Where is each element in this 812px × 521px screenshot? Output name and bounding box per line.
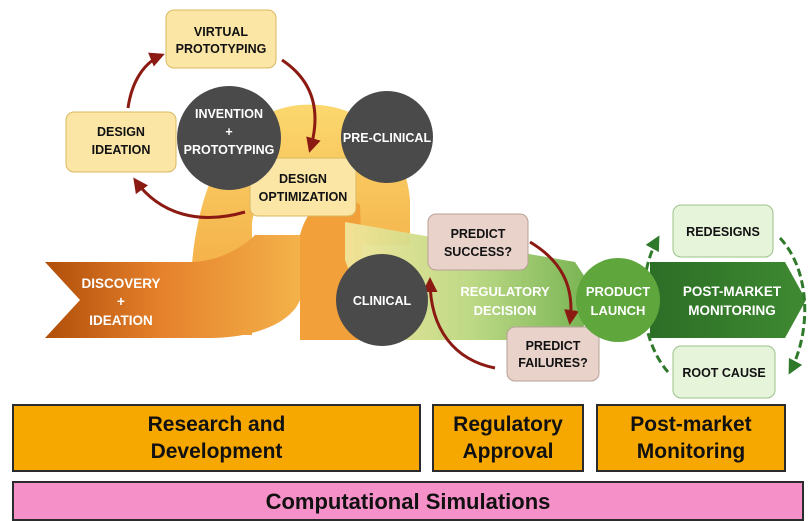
node-product-launch: PRODUCT LAUNCH [576,258,660,342]
node-predict-success: PREDICT SUCCESS? [427,213,529,271]
node-design-ideation-line2: IDEATION [92,143,151,157]
node-discovery-ideation: DISCOVERY + IDEATION [81,276,160,328]
node-discovery-line2: + [117,294,125,309]
arrow-optimization-to-ideation [133,177,246,219]
phase-regulatory-line1: Regulatory [453,413,563,436]
phase-research-line2: Development [150,440,283,463]
post-market-arrow [650,262,806,338]
phase-postmarket-line1: Post-market [630,413,752,436]
arrow-rootcause-to-redesigns [642,235,670,373]
node-design-optimization-line1: DESIGN [279,172,327,186]
node-clinical: CLINICAL [336,254,428,346]
node-invention-line1: INVENTION [195,107,263,121]
node-discovery-line3: IDEATION [89,313,153,328]
node-product-launch-line2: LAUNCH [591,303,646,318]
node-root-cause-label: ROOT CAUSE [682,366,765,380]
node-post-market-line2: MONITORING [688,303,776,318]
node-design-ideation-line1: DESIGN [97,125,145,139]
arrow-virtual-to-optimization [281,58,321,153]
node-design-optimization: DESIGN OPTIMIZATION [249,157,357,217]
node-clinical-label: CLINICAL [353,294,412,308]
discovery-band [45,235,300,338]
phase-regulatory-line2: Approval [462,440,554,463]
node-virtual-prototyping-line2: PROTOTYPING [176,42,267,56]
phase-research-and-development: Research and Development [12,404,421,472]
phase-research-line1: Research and [147,413,286,436]
node-post-market-monitoring: POST-MARKET MONITORING [683,284,782,318]
node-predict-failures: PREDICT FAILURES? [506,326,600,382]
node-predict-failures-line1: PREDICT [526,339,581,353]
node-discovery-line1: DISCOVERY [81,276,160,291]
node-design-optimization-line2: OPTIMIZATION [259,190,348,204]
node-predict-success-line2: SUCCESS? [444,245,512,259]
node-regulatory-line1: REGULATORY [460,284,550,299]
node-design-ideation: DESIGN IDEATION [65,111,177,173]
phase-postmarket-line2: Monitoring [636,440,746,463]
node-pre-clinical: PRE-CLINICAL [341,91,433,183]
node-redesigns: REDESIGNS [672,204,774,258]
computational-simulations-label: Computational Simulations [265,489,551,514]
arrow-failures-to-success [422,277,496,370]
node-product-launch-line1: PRODUCT [586,284,650,299]
node-predict-failures-line2: FAILURES? [518,356,587,370]
node-redesigns-label: REDESIGNS [686,225,760,239]
node-virtual-prototyping: VIRTUAL PROTOTYPING [165,9,277,69]
node-post-market-line1: POST-MARKET [683,284,782,299]
node-invention-line2: + [225,125,232,139]
phase-post-market-monitoring: Post-market Monitoring [596,404,786,472]
node-invention-line3: PROTOTYPING [184,143,275,157]
node-pre-clinical-label: PRE-CLINICAL [343,131,432,145]
arrow-success-to-failures [529,240,580,325]
node-virtual-prototyping-line1: VIRTUAL [194,25,249,39]
node-predict-success-line1: PREDICT [451,227,506,241]
arrow-ideation-to-virtual [126,52,165,109]
node-regulatory-decision: REGULATORY DECISION [460,284,550,318]
node-root-cause: ROOT CAUSE [672,345,776,399]
computational-simulations-bar: Computational Simulations [12,481,804,521]
node-invention-prototyping: INVENTION + PROTOTYPING [177,86,281,190]
node-regulatory-line2: DECISION [474,303,537,318]
arrow-redesigns-to-rootcause [778,236,807,375]
phase-regulatory-approval: Regulatory Approval [432,404,584,472]
